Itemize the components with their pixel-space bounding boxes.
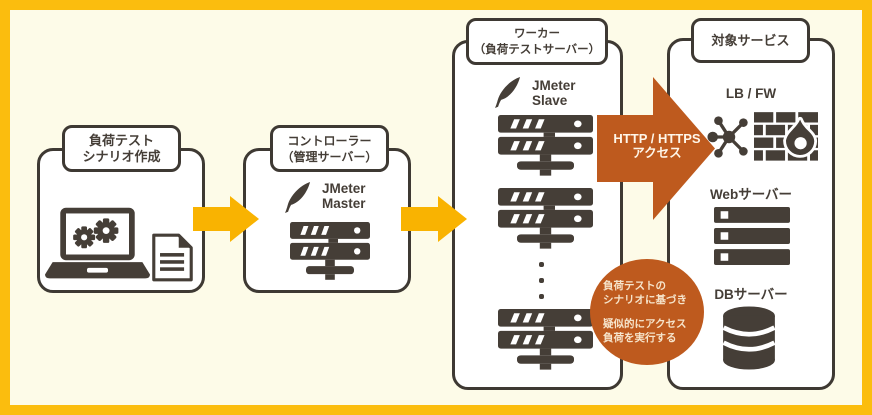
http-access-arrow-icon [597, 77, 715, 220]
jmeter-feather-icon [285, 182, 311, 213]
software-line: JMeter [532, 78, 576, 93]
web-server-label: Webサーバー [709, 187, 793, 202]
target-box-title: 対象サービス [691, 18, 810, 63]
jmeter-slave-label: JMeter Slave [532, 78, 576, 108]
database-icon [722, 306, 776, 370]
http-arrow-label: HTTP / HTTPS アクセス [595, 131, 719, 161]
title-line: ワーカー [514, 27, 560, 40]
note-line: 疑似的にアクセス [603, 317, 687, 330]
jmeter-feather-icon [495, 77, 521, 108]
software-line: Master [322, 196, 366, 211]
title-line: 負荷テスト [88, 132, 154, 148]
note-bubble: 負荷テストの シナリオに基づき 疑似的にアクセス 負荷を実行する [590, 259, 704, 365]
title-line: （管理サーバー） [281, 149, 378, 164]
arrow-right-icon [401, 196, 467, 242]
controller-box-title: コントローラー （管理サーバー） [270, 125, 389, 172]
title-line: シナリオ作成 [82, 148, 161, 164]
software-line: Slave [532, 93, 568, 108]
laptop-gears-icon [45, 207, 150, 279]
title-line: コントローラー [287, 133, 372, 148]
note-gap [603, 308, 704, 317]
title-line: （負荷テストサーバー） [473, 43, 601, 56]
arrow-right-icon [193, 196, 259, 242]
lb-fw-label: LB / FW [725, 86, 777, 101]
gear-icon [93, 218, 119, 243]
scenario-box-title: 負荷テスト シナリオ作成 [62, 125, 181, 172]
note-line: 負荷テストの [603, 279, 666, 292]
gear-icon [73, 226, 96, 249]
scenario-box [37, 148, 205, 293]
db-server-label: DBサーバー [714, 287, 788, 302]
http-arrow-line: アクセス [632, 146, 682, 160]
server-stack-icon [498, 115, 593, 176]
target-box: LB / FW Webサーバー [667, 38, 835, 390]
title-line: 対象サービス [711, 32, 790, 48]
load-balancer-icon [707, 116, 748, 158]
jmeter-master-label: JMeter Master [322, 181, 366, 211]
server-stack-icon [498, 309, 593, 370]
server-stack-icon [290, 222, 370, 280]
document-icon [152, 233, 193, 282]
server-stack-icon [498, 188, 593, 249]
note-line: 負荷を実行する [603, 332, 677, 344]
flame-icon [783, 116, 818, 158]
software-line: JMeter [322, 181, 366, 196]
note-line: シナリオに基づき [603, 294, 687, 306]
web-server-icon [714, 207, 790, 265]
http-arrow-line: HTTP / HTTPS [613, 131, 701, 146]
firewall-icon [754, 112, 818, 161]
ellipsis-dots [539, 262, 544, 299]
worker-box-title: ワーカー （負荷テストサーバー） [466, 18, 608, 65]
